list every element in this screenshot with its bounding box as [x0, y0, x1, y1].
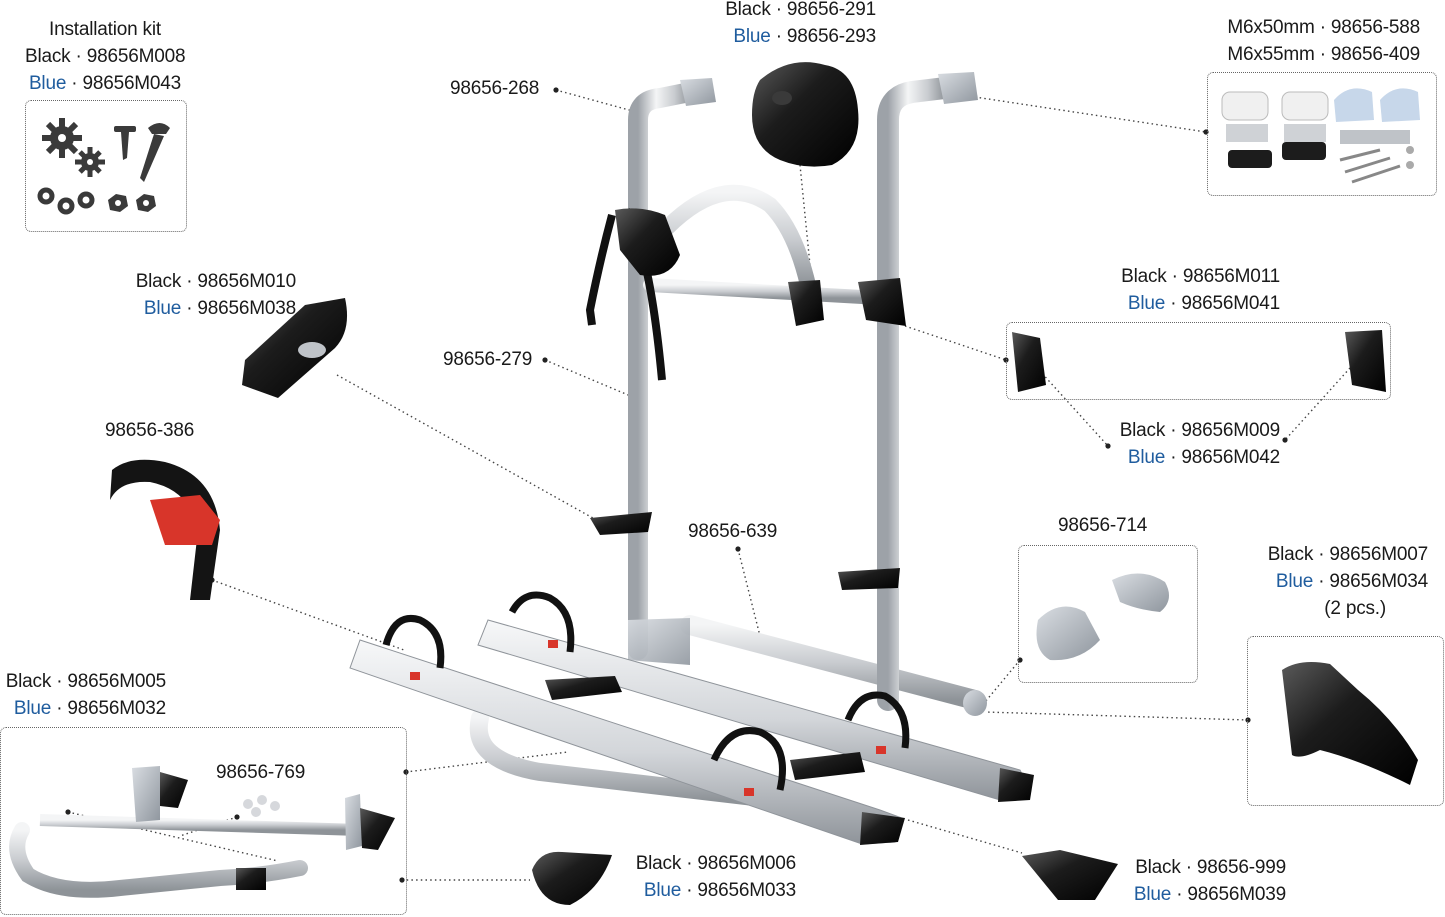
railend-blue-code: Blue · 98656M039: [1133, 884, 1286, 905]
chain-link-icon: [37, 187, 95, 215]
railend-label: Black · 98656-999 Blue · 98656M039: [1110, 854, 1286, 908]
screw-kit-part: [1221, 88, 1420, 184]
knob-part: [752, 62, 859, 167]
crossbar-end-black-code: Black · 98656M009: [1119, 420, 1281, 441]
part-279-label: 98656-279: [443, 349, 533, 370]
installation-kit-box: [25, 100, 187, 232]
wedge-quantity: (2 pcs.): [1324, 598, 1386, 619]
part-639-label: 98656-639: [688, 521, 778, 542]
screws-line-2: M6x55mm · 98656-409: [1227, 44, 1420, 65]
end-stopper-part: [1036, 573, 1169, 661]
wedge-black-code: Black · 98656M007: [1267, 544, 1429, 565]
kit-blue-code: Blue · 98656M043: [28, 73, 182, 94]
kit-title: Installation kit: [49, 19, 161, 40]
screw-kit-box: [1207, 72, 1437, 196]
holder-blue-code: Blue · 98656M038: [143, 298, 296, 319]
endcap-blue-code: Blue · 98656M033: [643, 880, 796, 901]
bike-rack-assembly: [349, 72, 1034, 845]
lower-frame-part: [9, 766, 395, 898]
installation-kit-icons: [37, 118, 170, 215]
part-386-label: 98656-386: [105, 420, 195, 441]
wedge-blue-code: Blue · 98656M034: [1275, 571, 1428, 592]
endcap-label: Black · 98656M006 Blue · 98656M033: [610, 850, 797, 904]
wedge-box: [1247, 636, 1444, 806]
frame-label: Black · 98656M005 Blue · 98656M032: [0, 668, 167, 722]
crossbar-box: [1006, 322, 1391, 400]
crossbar-end-label: Black · 98656M009 Blue · 98656M042: [1090, 417, 1281, 471]
screw-icon: [140, 123, 170, 182]
screw-icon: [114, 126, 136, 160]
end-cap-part: [532, 851, 612, 905]
part-714-label: 98656-714: [1058, 515, 1148, 536]
wedge-label: Black · 98656M007 Blue · 98656M034 (2 pc…: [1230, 541, 1429, 622]
knob-blue-code: Blue · 98656-293: [733, 26, 876, 47]
part-268-label: 98656-268: [450, 78, 540, 99]
crossbar-label: Black · 98656M011 Blue · 98656M041: [1090, 263, 1280, 317]
crossbar-part: [1012, 330, 1386, 392]
knob-black-code: Black · 98656-291: [725, 0, 876, 20]
leader-dots: [65, 87, 1288, 883]
frame-blue-code: Blue · 98656M032: [13, 698, 166, 719]
strap-part: [110, 459, 220, 600]
screws-label: M6x50mm · 98656-588 M6x55mm · 98656-409: [1200, 14, 1420, 68]
nut-icon: [108, 194, 128, 212]
nut-icon: [136, 194, 156, 212]
gear-icon: [75, 147, 105, 177]
knob-label: Black · 98656-291 Blue · 98656-293: [690, 0, 876, 50]
holder-label: Black · 98656M010 Blue · 98656M038: [110, 268, 297, 322]
holder-black-code: Black · 98656M010: [135, 271, 297, 292]
kit-label: Installation kit Black · 98656M008 Blue …: [25, 16, 186, 97]
end-stopper-box: [1018, 545, 1198, 683]
holder-part: [242, 298, 348, 398]
crossbar-black-code: Black · 98656M011: [1121, 266, 1280, 287]
lower-frame-box: [0, 727, 407, 915]
endcap-black-code: Black · 98656M006: [635, 853, 797, 874]
screws-line-1: M6x50mm · 98656-588: [1227, 17, 1420, 38]
rail-end-part: [1022, 850, 1118, 900]
kit-black-code: Black · 98656M008: [25, 46, 186, 67]
railend-black-code: Black · 98656-999: [1135, 857, 1286, 878]
wedge-part: [1282, 662, 1418, 785]
frame-black-code: Black · 98656M005: [5, 671, 167, 692]
crossbar-end-blue-code: Blue · 98656M042: [1127, 447, 1280, 468]
crossbar-blue-code: Blue · 98656M041: [1127, 293, 1280, 314]
gear-icon: [42, 118, 82, 158]
part-769-label: 98656-769: [216, 762, 306, 783]
